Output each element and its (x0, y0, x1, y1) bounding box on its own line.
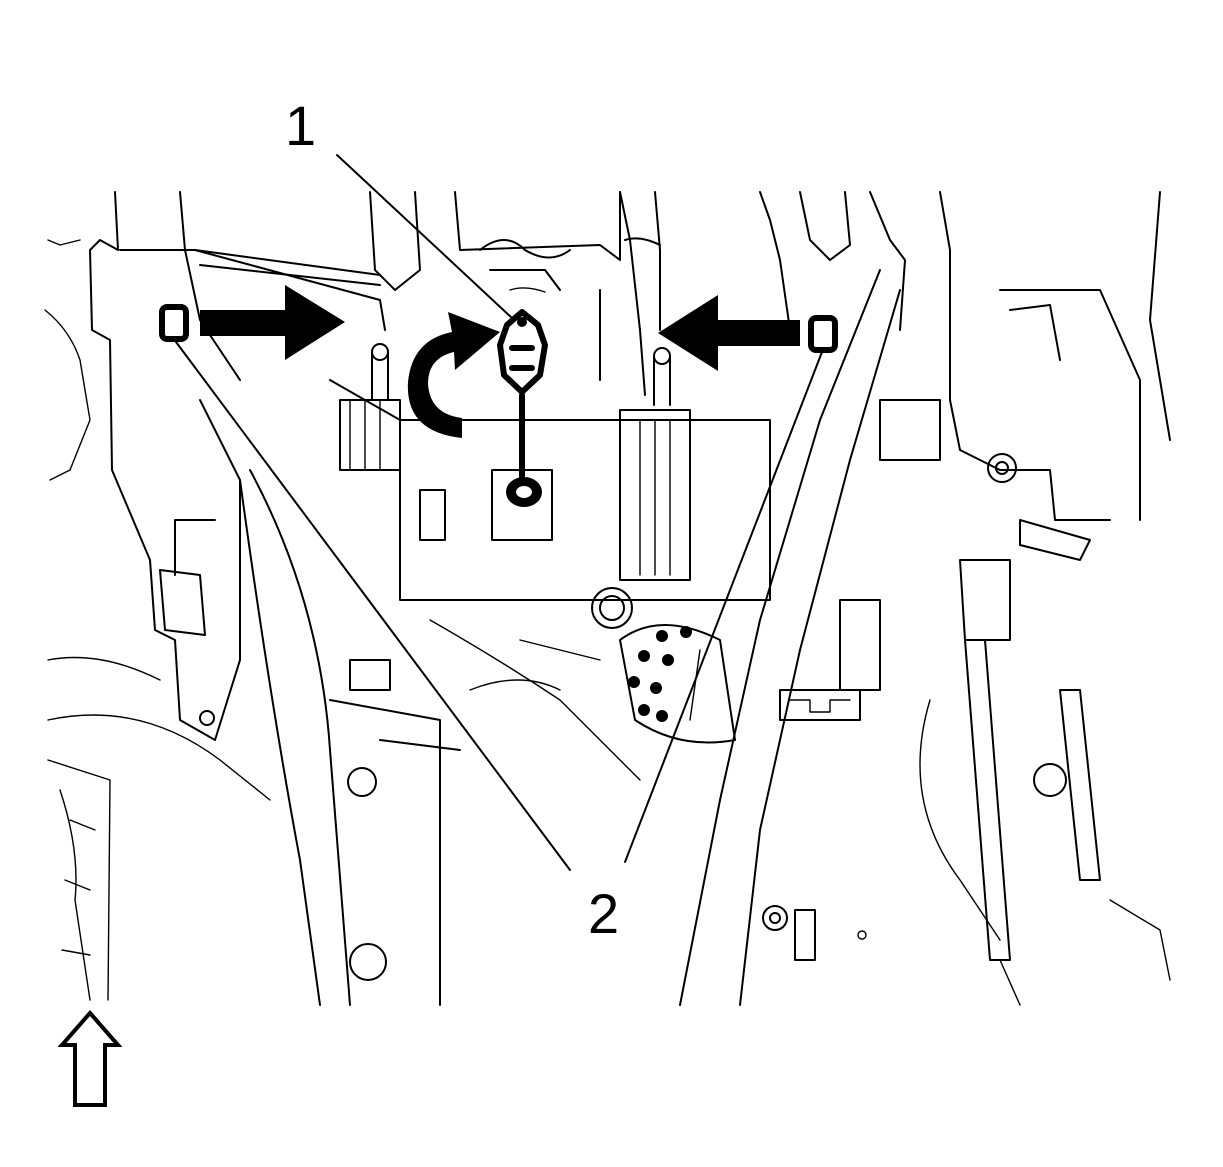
arrow-right-icon (200, 285, 345, 360)
vehicle-structure-lineart (44, 191, 1171, 1006)
rotate-clockwise-icon (407, 312, 500, 438)
retainer-clip-left (159, 304, 189, 342)
arrow-up-outline-icon (57, 1009, 123, 1107)
callout-2: 2 (588, 882, 619, 945)
callout-1: 1 (285, 94, 316, 157)
arrow-left-icon (658, 295, 800, 371)
retainer-clip-right (808, 315, 838, 353)
leader-lines (175, 154, 823, 871)
linkage-clip (497, 309, 548, 395)
